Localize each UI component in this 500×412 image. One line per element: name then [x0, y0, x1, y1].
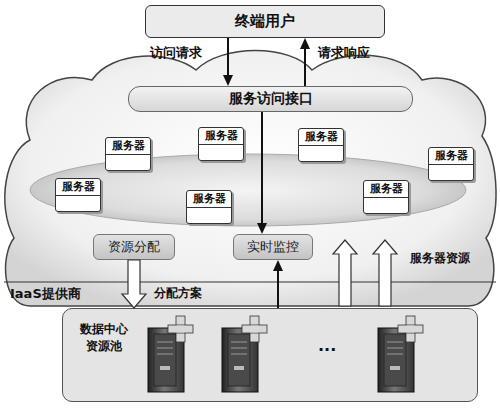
edge-label: 请求响应	[318, 44, 370, 62]
arrow-head	[223, 75, 233, 86]
flow-arrow	[223, 38, 233, 86]
flow-arrow	[257, 112, 267, 234]
arrow-head	[273, 260, 283, 271]
server-box: 服务器	[298, 128, 344, 162]
node-text: 数据中心 资源池	[75, 321, 133, 355]
server-box: 服务器	[428, 147, 474, 181]
server-box: 服务器	[186, 190, 232, 224]
user-box: 终端用户	[145, 5, 385, 38]
node-text: 服务器	[56, 179, 100, 196]
node-text: 资源分配	[108, 238, 160, 256]
flow-arrow	[300, 38, 310, 86]
arrow-head	[257, 223, 267, 234]
node-text: 服务器	[429, 148, 473, 165]
server-box: 服务器	[105, 137, 151, 171]
provider-label: IaaS提供商	[10, 285, 81, 303]
server-box: 服务器	[363, 180, 409, 214]
arrow-head	[300, 38, 310, 49]
server-pool-ellipse	[30, 154, 466, 226]
node-text: 服务器	[199, 128, 243, 145]
node-text: 实时监控	[247, 238, 299, 256]
function-box: 实时监控	[233, 234, 313, 260]
server-box: 服务器	[55, 178, 101, 212]
node-text: 服务器	[364, 181, 408, 198]
flow-arrow	[273, 260, 283, 308]
resource-hollow-arrow	[373, 240, 397, 306]
provider-divider	[4, 281, 496, 282]
cloud-outline	[5, 51, 496, 307]
node-text: 服务器	[299, 129, 343, 146]
interface-box: 服务访问接口	[128, 86, 413, 112]
resource-label: 服务器资源	[410, 250, 470, 267]
node-text: 终端用户	[235, 12, 295, 31]
node-text: 服务器	[187, 191, 231, 208]
node-text: 服务器	[106, 138, 150, 155]
node-text: 服务访问接口	[229, 90, 313, 108]
function-box: 资源分配	[93, 234, 175, 260]
hollow-arrow	[122, 260, 146, 308]
resource-hollow-arrow	[333, 240, 357, 306]
server-box: 服务器	[198, 127, 244, 161]
edge-label: 分配方案	[154, 285, 202, 302]
datacenter-box: 数据中心 资源池	[62, 308, 478, 402]
edge-label: 访问请求	[150, 44, 202, 62]
ellipsis-label: ···	[318, 340, 336, 359]
